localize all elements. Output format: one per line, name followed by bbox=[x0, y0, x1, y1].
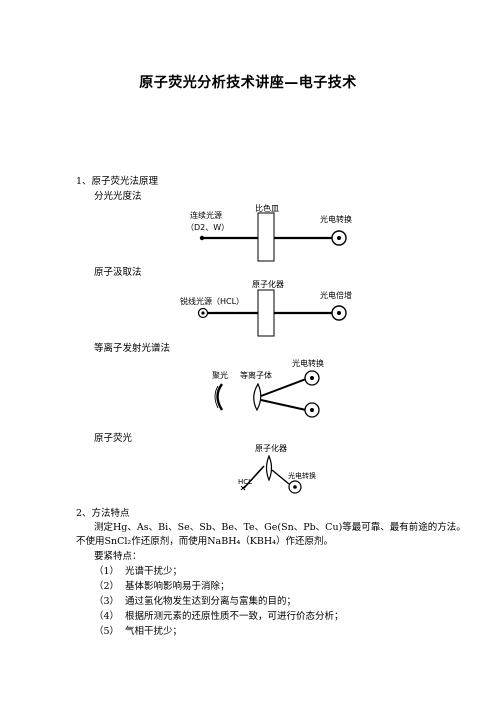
photoelectric-label-4: 光电转换 bbox=[288, 472, 316, 480]
feature-4-text: 根据所测元素的还原性质不一致，可进行价态分析； bbox=[125, 611, 344, 622]
diagram-atomic-fluorescence bbox=[240, 454, 302, 494]
feature-1-num: （1） bbox=[94, 566, 120, 577]
photoelectric-label-3: 光电转换 bbox=[292, 359, 324, 368]
method-paragraph-line-1: 测定Hg、As、Bi、Se、Sb、Be、Te、Ge(Sn、Pb、Cu)等最可靠、… bbox=[94, 522, 466, 533]
feature-1-text: 光谱干扰少； bbox=[125, 566, 183, 577]
sub1-title: 分光光度法 bbox=[94, 191, 142, 202]
cuvette-box bbox=[257, 212, 275, 262]
feature-2-num: （2） bbox=[94, 581, 120, 592]
feature-2-text: 基体影响影响易于消除； bbox=[125, 581, 230, 592]
sub3-title: 等离子发射光谱法 bbox=[94, 343, 171, 354]
diagram-atomic-absorption bbox=[197, 289, 347, 337]
method-paragraph-line-2: 不使用SnCl₂作还原剂，而使用NaBH₄（KBH₄）作还原剂。 bbox=[76, 536, 333, 547]
continuous-source-sub-label: （D2、W） bbox=[186, 223, 230, 232]
hcl-source-icon bbox=[240, 485, 246, 491]
photoelectric-label-1: 光电转换 bbox=[320, 215, 352, 224]
plasma-torch-icon bbox=[253, 382, 262, 412]
sub4-title: 原子荧光 bbox=[94, 433, 133, 444]
sub2-title: 原子汲取法 bbox=[94, 267, 142, 278]
cuvette-label: 比色皿 bbox=[255, 204, 279, 213]
diagram-plasma-emission bbox=[214, 370, 320, 418]
atomizer-label-2: 原子化器 bbox=[252, 280, 284, 289]
hcl-label: HCL bbox=[238, 478, 253, 486]
flame-atomizer-icon bbox=[265, 454, 273, 482]
condenser-lens-icon bbox=[216, 383, 224, 411]
section-1-heading: 1、原子荧光法原理 bbox=[76, 176, 159, 187]
fluorescence-beam bbox=[271, 469, 290, 485]
features-title: 要紧特点： bbox=[94, 551, 142, 562]
feature-5-num: （5） bbox=[94, 626, 120, 637]
atomizer-label-4: 原子化器 bbox=[255, 444, 287, 453]
excitation-beam bbox=[243, 465, 265, 489]
page-title: 原子荧光分析技术讲座—电子技术 bbox=[139, 75, 357, 91]
atomizer-box bbox=[257, 289, 275, 337]
hollow-cathode-lamp-label: 锐线光源（HCL） bbox=[180, 297, 245, 306]
diagram-spectrophotometry bbox=[199, 212, 347, 262]
feature-4-num: （4） bbox=[94, 611, 120, 622]
feature-3-text: 通过氢化物发生达到分离与富集的目的； bbox=[125, 596, 297, 607]
feature-3-num: （3） bbox=[94, 596, 120, 607]
emission-beam-upper bbox=[260, 378, 307, 397]
plasma-label: 等离子体 bbox=[240, 371, 272, 380]
emission-beam-lower bbox=[260, 399, 307, 411]
continuous-source-label: 连续光源 bbox=[190, 211, 222, 220]
feature-5-text: 气相干扰少； bbox=[125, 626, 183, 637]
section-2-heading: 2、方法特点 bbox=[76, 508, 130, 519]
condenser-label: 聚光 bbox=[212, 371, 228, 380]
photomultiplier-label: 光电倍增 bbox=[320, 291, 352, 300]
